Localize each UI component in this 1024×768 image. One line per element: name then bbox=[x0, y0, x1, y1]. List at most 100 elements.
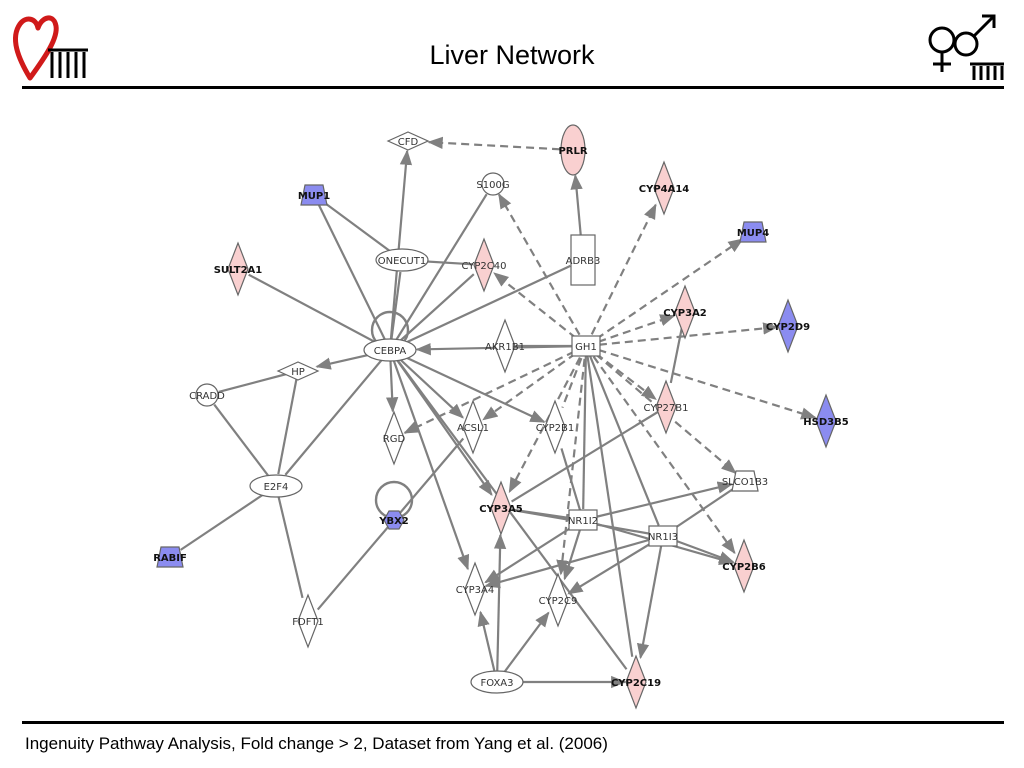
edge-cebpa-onecut1 bbox=[388, 271, 402, 351]
node-label: FOXA3 bbox=[480, 678, 513, 689]
edge-gh1-cyp4a14 bbox=[585, 203, 657, 347]
edge-prlr-cfd bbox=[427, 136, 574, 152]
node-shape bbox=[731, 470, 759, 492]
node-s100g[interactable]: S100G bbox=[476, 172, 510, 196]
node-cyp3a5[interactable]: CYP3A5 bbox=[479, 480, 523, 536]
node-shape bbox=[297, 593, 319, 649]
node-rgd[interactable]: RGD bbox=[383, 410, 406, 466]
node-label: CEBPA bbox=[374, 346, 407, 357]
node-ybx2[interactable]: YBX2 bbox=[378, 510, 409, 530]
node-shape bbox=[733, 538, 755, 594]
node-shape bbox=[156, 546, 184, 568]
edge-gh1-mup4 bbox=[585, 238, 744, 347]
node-label: HSD3B5 bbox=[803, 417, 848, 428]
node-label: AKR1B1 bbox=[485, 342, 525, 353]
node-shape bbox=[653, 160, 675, 216]
node-label: ONECUT1 bbox=[378, 256, 426, 267]
edge-nr1i2-cyp3a4 bbox=[484, 519, 584, 584]
node-foxa3[interactable]: FOXA3 bbox=[470, 670, 524, 694]
node-nr1i3[interactable]: NR1I3 bbox=[648, 525, 678, 547]
node-label: CYP2C9 bbox=[539, 596, 578, 607]
node-label: E2F4 bbox=[264, 482, 289, 493]
node-cyp2d9[interactable]: CYP2D9 bbox=[766, 298, 810, 354]
edge-ybx2-acsl1 bbox=[393, 437, 465, 521]
node-label: CYP27B1 bbox=[644, 403, 689, 414]
node-slco1b3[interactable]: SLCO1B3 bbox=[722, 470, 768, 492]
edge-cebpa-sult2a1 bbox=[248, 273, 391, 351]
edge-cebpa-acsl1 bbox=[389, 349, 464, 419]
node-cyp2c40[interactable]: CYP2C40 bbox=[461, 237, 507, 293]
edge-gh1-hsd3b5 bbox=[585, 344, 817, 420]
edge-gh1-cyp3a2 bbox=[585, 314, 676, 348]
node-shape bbox=[464, 561, 486, 617]
edge-gh1-s100g bbox=[498, 193, 587, 347]
page-title: Liver Network bbox=[429, 40, 595, 70]
node-akr1b1[interactable]: AKR1B1 bbox=[485, 318, 525, 374]
node-sult2a1[interactable]: SULT2A1 bbox=[214, 241, 263, 297]
edge-cebpa-cyp2c40 bbox=[389, 273, 475, 351]
node-label: CYP2C40 bbox=[461, 261, 506, 272]
node-cfd[interactable]: CFD bbox=[386, 131, 430, 151]
node-mup1[interactable]: MUP1 bbox=[298, 184, 330, 206]
node-mup4[interactable]: MUP4 bbox=[737, 221, 769, 243]
edge-gh1-cyp2b6 bbox=[585, 345, 736, 555]
node-cyp3a4[interactable]: CYP3A4 bbox=[456, 561, 495, 617]
footer-divider bbox=[22, 721, 1004, 724]
node-cyp2b6[interactable]: CYP2B6 bbox=[722, 538, 766, 594]
node-shape bbox=[777, 298, 799, 354]
node-shape bbox=[470, 670, 524, 694]
node-label: CYP3A2 bbox=[663, 308, 707, 319]
node-label: ADRB3 bbox=[566, 256, 601, 267]
edge-gh1-cyp2d9 bbox=[585, 322, 779, 348]
node-label: CYP2C19 bbox=[611, 678, 661, 689]
edge-foxa3-cyp3a4 bbox=[477, 610, 499, 683]
node-hp[interactable]: HP bbox=[276, 361, 320, 381]
node-prlr[interactable]: PRLR bbox=[558, 124, 588, 176]
node-onecut1[interactable]: ONECUT1 bbox=[375, 248, 429, 272]
edge-gh1-cyp2c40 bbox=[493, 272, 587, 347]
edge-nr1i3-cyp3a4 bbox=[484, 534, 664, 589]
node-cyp2c19[interactable]: CYP2C19 bbox=[611, 654, 661, 710]
node-label: NR1I2 bbox=[568, 516, 598, 527]
node-shape bbox=[544, 399, 566, 455]
edge-foxa3-cyp3a5 bbox=[493, 533, 507, 683]
node-shape bbox=[383, 410, 405, 466]
node-cyp27b1[interactable]: CYP27B1 bbox=[644, 379, 689, 435]
node-cradd[interactable]: CRADD bbox=[189, 383, 225, 407]
node-cyp2c9[interactable]: CYP2C9 bbox=[539, 572, 578, 628]
node-shape bbox=[375, 248, 429, 272]
node-fdft1[interactable]: FDFT1 bbox=[292, 593, 324, 649]
edge-nr1i3-cyp2c19 bbox=[636, 535, 665, 660]
node-cyp2b1[interactable]: CYP2B1 bbox=[536, 399, 575, 455]
node-label: CYP4A14 bbox=[639, 184, 690, 195]
gender-symbols-logo-icon bbox=[920, 8, 1010, 83]
node-label: NR1I3 bbox=[648, 532, 678, 543]
node-label: GH1 bbox=[575, 342, 597, 353]
edge-cebpa-e2f4 bbox=[284, 349, 391, 476]
node-acsl1[interactable]: ACSL1 bbox=[457, 399, 489, 455]
node-adrb3[interactable]: ADRB3 bbox=[566, 234, 601, 286]
node-shape bbox=[363, 338, 417, 362]
node-shape bbox=[227, 241, 249, 297]
node-cyp4a14[interactable]: CYP4A14 bbox=[639, 160, 690, 216]
node-rabif[interactable]: RABIF bbox=[153, 546, 187, 568]
node-cyp3a2[interactable]: CYP3A2 bbox=[663, 284, 707, 340]
edge-e2f4-fdft1 bbox=[274, 485, 304, 599]
node-shape bbox=[473, 237, 495, 293]
node-label: CYP2B1 bbox=[536, 423, 575, 434]
node-e2f4[interactable]: E2F4 bbox=[249, 474, 303, 498]
edge-foxa3-cyp2c9 bbox=[496, 611, 550, 683]
node-label: CFD bbox=[398, 137, 419, 148]
node-label: SULT2A1 bbox=[214, 265, 263, 276]
node-label: SLCO1B3 bbox=[722, 477, 768, 488]
footer-caption: Ingenuity Pathway Analysis, Fold change … bbox=[25, 734, 608, 753]
node-label: CYP3A4 bbox=[456, 585, 495, 596]
edge-nr1i2-cyp2b1 bbox=[560, 448, 585, 521]
node-hsd3b5[interactable]: HSD3B5 bbox=[803, 393, 849, 449]
node-cebpa[interactable]: CEBPA bbox=[363, 338, 417, 362]
edge-cyp27b1-cyp3a5 bbox=[511, 406, 667, 503]
node-nr1i2[interactable]: NR1I2 bbox=[568, 509, 598, 531]
node-shape bbox=[625, 654, 647, 710]
node-gh1[interactable]: GH1 bbox=[571, 335, 601, 357]
